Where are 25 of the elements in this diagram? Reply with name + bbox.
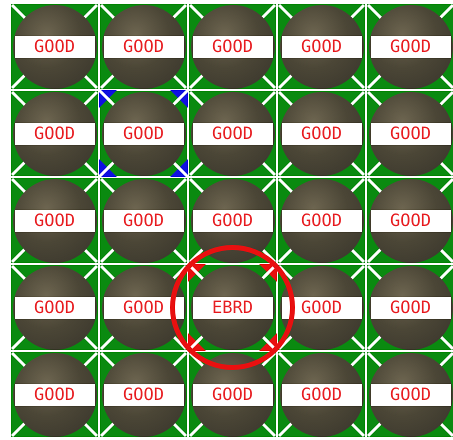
- die-label: GOOD: [370, 122, 450, 144]
- die-label: GOOD: [370, 36, 450, 58]
- die-label: GOOD: [370, 296, 450, 318]
- die-label: GOOD: [104, 384, 184, 406]
- die-label: EBRD: [192, 296, 272, 318]
- die-label: GOOD: [14, 296, 94, 318]
- die-label: GOOD: [192, 36, 272, 58]
- die-label: GOOD: [104, 296, 184, 318]
- die-label: GOOD: [282, 122, 362, 144]
- die-label: GOOD: [282, 296, 362, 318]
- die-label: GOOD: [14, 384, 94, 406]
- die-label: GOOD: [104, 36, 184, 58]
- die-label: GOOD: [192, 384, 272, 406]
- die-label: GOOD: [282, 36, 362, 58]
- die-label: GOOD: [192, 122, 272, 144]
- die-label: GOOD: [14, 122, 94, 144]
- die-label: GOOD: [192, 210, 272, 232]
- die-label: GOOD: [282, 384, 362, 406]
- die-label: GOOD: [370, 210, 450, 232]
- die-label: GOOD: [104, 122, 184, 144]
- die-label: GOOD: [104, 210, 184, 232]
- die-label: GOOD: [14, 36, 94, 58]
- die-label: GOOD: [370, 384, 450, 406]
- die-label: GOOD: [14, 210, 94, 232]
- die-label: GOOD: [282, 210, 362, 232]
